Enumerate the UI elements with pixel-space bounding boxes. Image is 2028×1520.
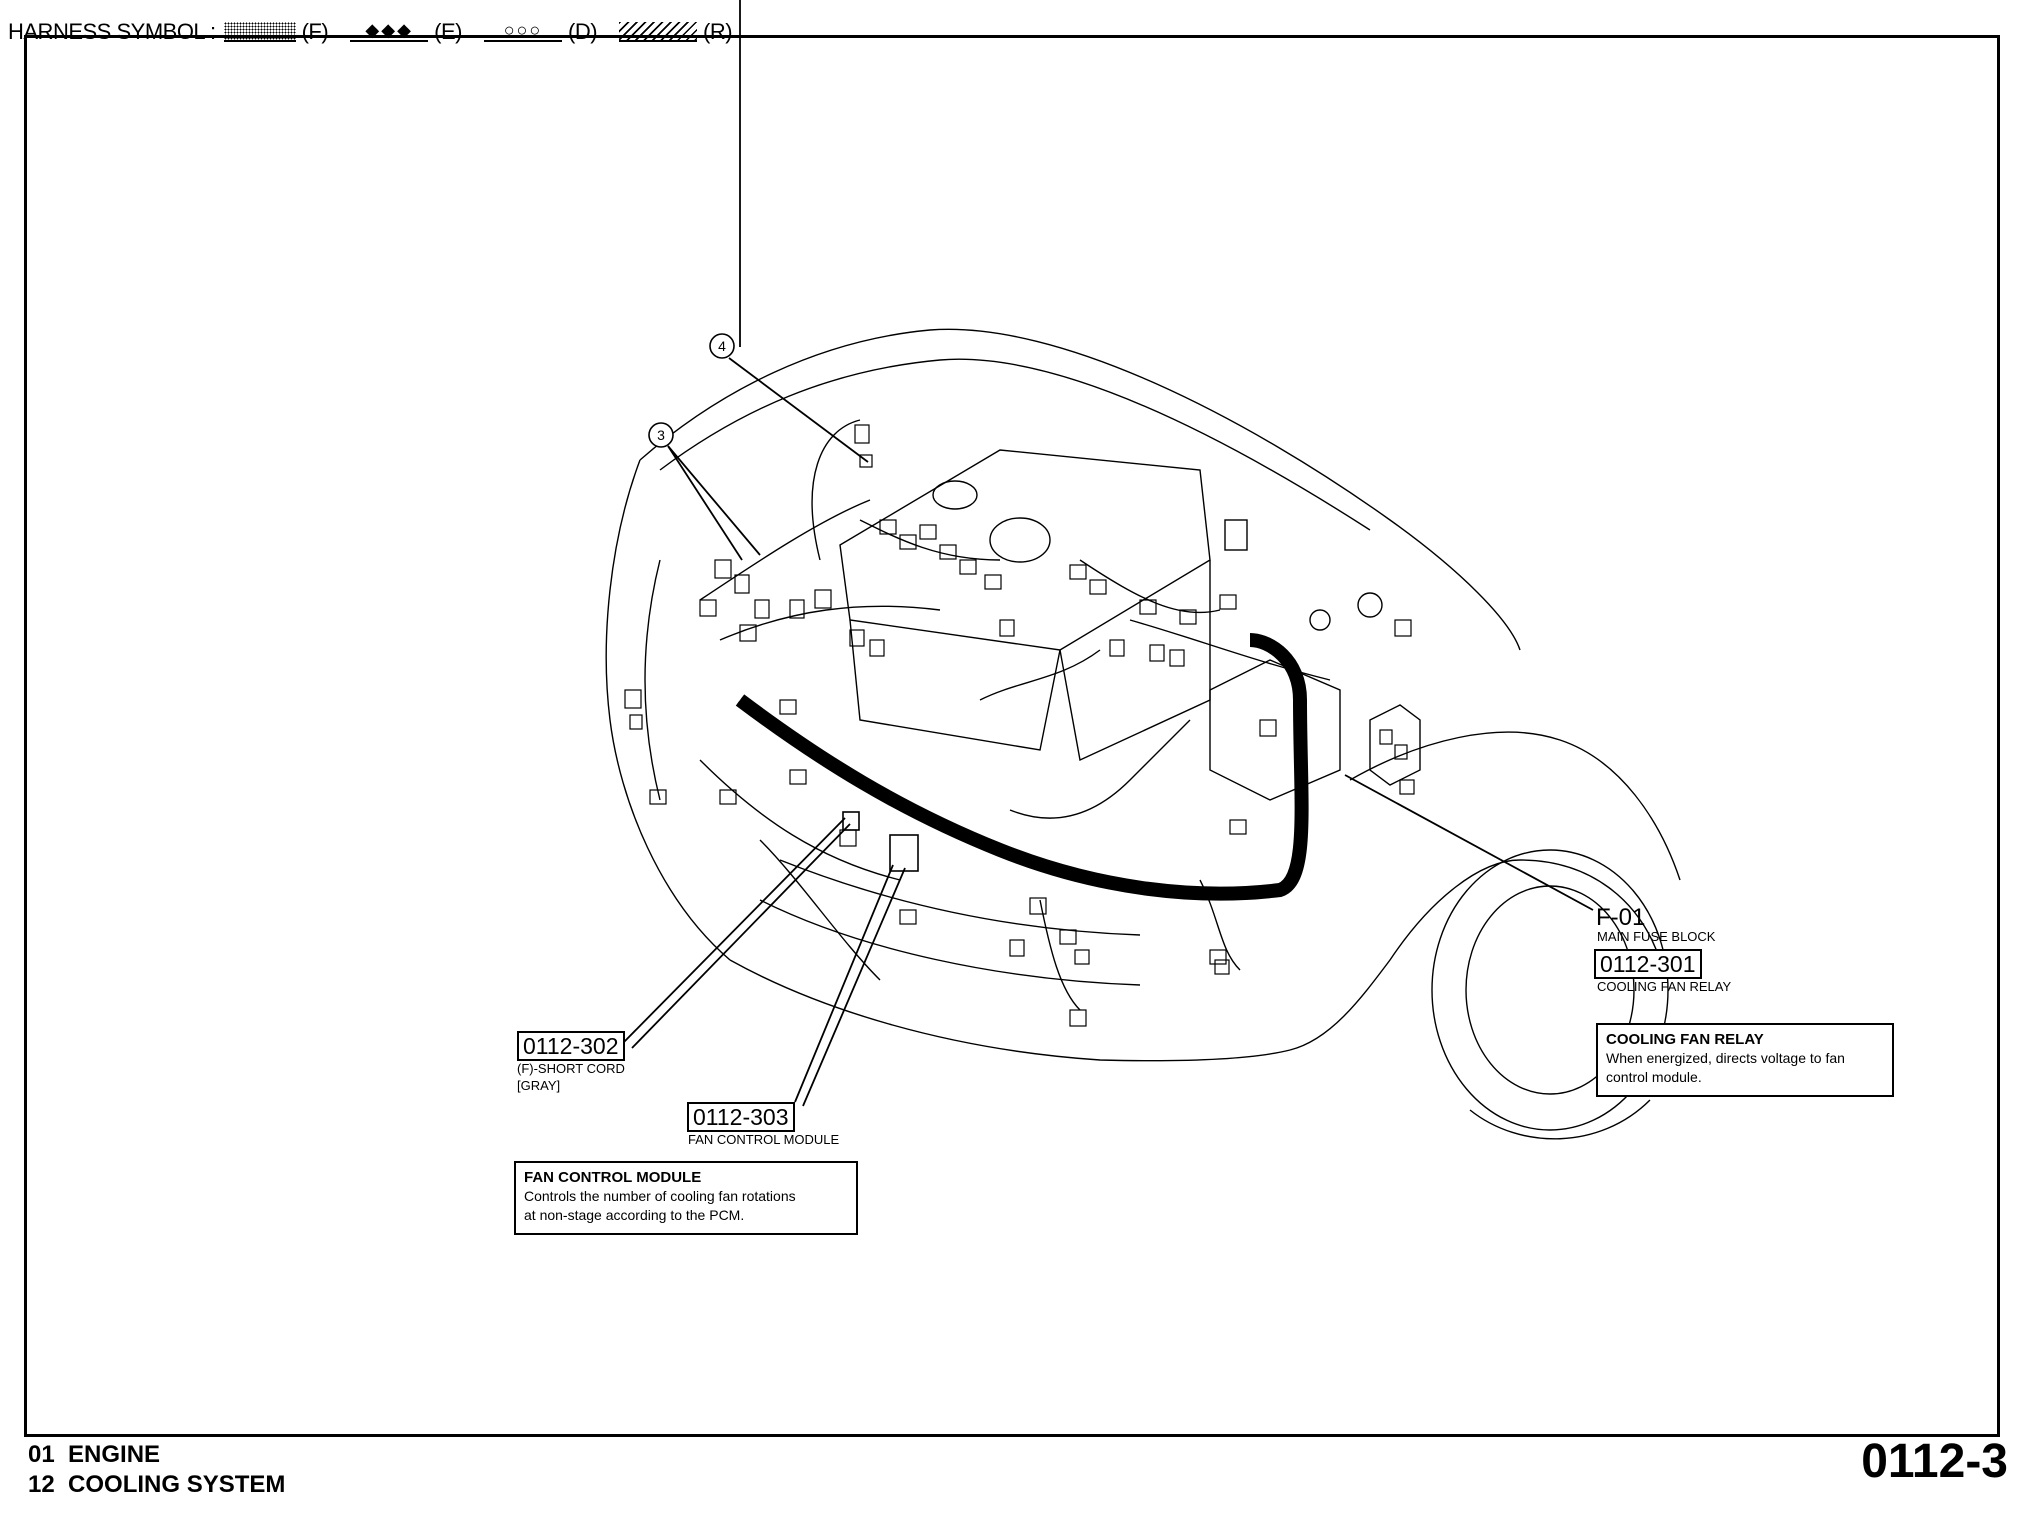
diamond-band-icon: ◆◆◆ <box>350 21 429 42</box>
section-cooling-system: 12 COOLING SYSTEM <box>28 1471 286 1498</box>
fan-module-code-box: 0112-303 <box>687 1102 795 1132</box>
hood-outline <box>639 328 1521 651</box>
front-wheel <box>1431 849 1669 1131</box>
relay-code-box: 0112-301 <box>1594 949 1702 979</box>
callout-3-text: 3 <box>657 427 665 443</box>
section-heading: 01 ENGINE 12 COOLING SYSTEM <box>28 1440 285 1500</box>
engine-cover <box>839 449 1211 651</box>
short-cord-connector <box>842 811 860 831</box>
module-note-line1: Controls the number of cooling fan rotat… <box>524 1188 796 1204</box>
legend-title: HARNESS SYMBOL : <box>8 19 216 44</box>
relay-note-line1: When energized, directs voltage to fan <box>1606 1050 1845 1066</box>
fuse-block-code: F-01 <box>1596 904 1646 931</box>
diagram-frame <box>24 35 2000 1437</box>
callout-4-text: 4 <box>718 338 726 354</box>
section-engine: 01 ENGINE <box>28 1441 161 1468</box>
relay-note-title: COOLING FAN RELAY <box>1606 1031 1764 1048</box>
short-cord-code-box: 0112-302 <box>517 1031 625 1061</box>
callout-circle-3 <box>648 422 674 448</box>
short-cord-desc: (F)-SHORT CORD <box>517 1061 625 1076</box>
fuse-block-desc: MAIN FUSE BLOCK <box>1597 929 1716 944</box>
callout-circle-4 <box>709 333 735 359</box>
legend-code-f: (F) <box>301 19 329 44</box>
legend-code-d: (D) <box>568 19 598 44</box>
module-note-title: FAN CONTROL MODULE <box>524 1169 702 1186</box>
right-fender-outline <box>1289 859 1661 1051</box>
short-cord-color: [GRAY] <box>517 1078 561 1093</box>
front-bumper-outline <box>729 959 1291 1062</box>
relay-desc: COOLING FAN RELAY <box>1597 979 1732 994</box>
connector-blocks <box>624 424 1415 1027</box>
fan-control-module-connector <box>889 834 919 872</box>
module-note-line2: at non-stage according to the PCM. <box>524 1207 745 1223</box>
circle-band-icon: ○○○ <box>484 21 562 42</box>
legend-item-d: ○○○ (D) <box>484 19 598 45</box>
cooling-fan-relay-note: COOLING FAN RELAY When energized, direct… <box>1596 1023 1894 1097</box>
main-fuse-block <box>1369 704 1421 786</box>
page-number: 0112-3 <box>1861 1435 2008 1488</box>
oil-cap <box>932 480 978 510</box>
legend-item-e: ◆◆◆ (E) <box>350 19 462 45</box>
hood-inner-outline <box>659 358 1371 531</box>
body-left-outline <box>605 459 731 961</box>
wiring-harness-lines <box>699 419 1331 1011</box>
harness-symbol-legend: HARNESS SYMBOL : (F) ◆◆◆ (E) ○○○ (D) (R) <box>8 12 754 52</box>
legend-code-r: (R) <box>703 19 733 44</box>
relay-note-line2: control module. <box>1606 1069 1702 1085</box>
legend-code-e: (E) <box>434 19 462 44</box>
battery-outline <box>1209 659 1341 801</box>
leader-lines <box>623 0 1594 1107</box>
fan-control-module-note: FAN CONTROL MODULE Controls the number o… <box>514 1161 858 1235</box>
fan-module-desc: FAN CONTROL MODULE <box>688 1132 840 1147</box>
harness-e-segment <box>1009 719 1191 819</box>
